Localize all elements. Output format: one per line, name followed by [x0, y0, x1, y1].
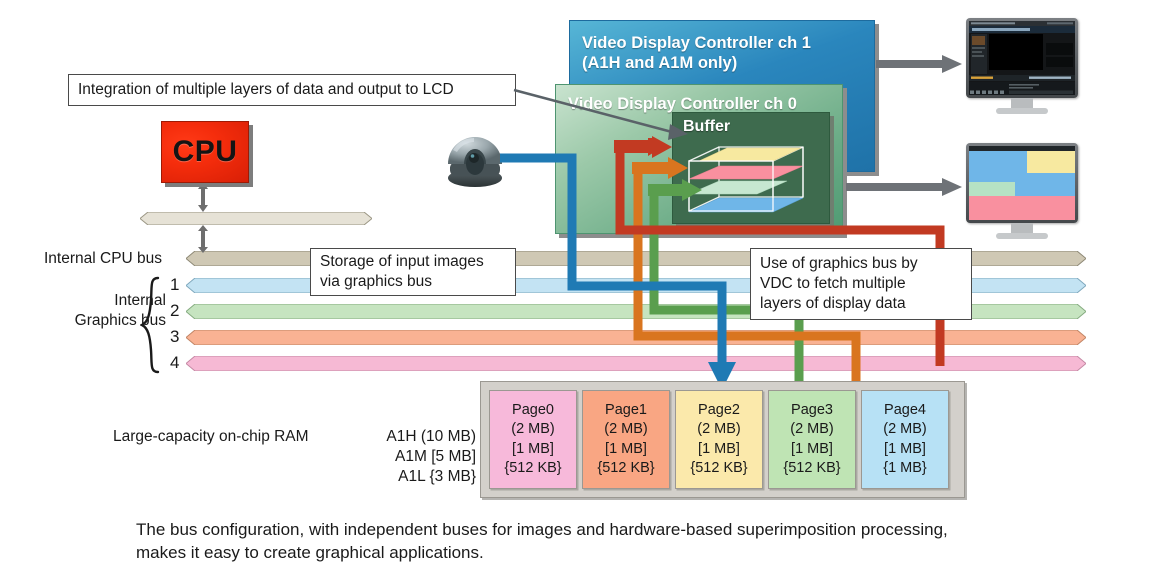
ram-page-3-a1h: (2 MB)	[790, 421, 834, 438]
ram-page-2-name: Page2	[698, 402, 740, 419]
ram-page-3: Page3 (2 MB) [1 MB] {512 KB}	[768, 390, 856, 489]
monitor-top-base	[996, 108, 1048, 114]
footer-caption: The bus configuration, with independent …	[136, 520, 948, 562]
route-page3-arrowhead	[632, 157, 690, 179]
ram-page-2-a1m: [1 MB]	[698, 440, 740, 457]
ram-page-1-a1l: {512 KB}	[597, 459, 655, 476]
ram-page-2-a1h: (2 MB)	[697, 421, 741, 438]
callout-storage: Storage of input images via graphics bus	[310, 248, 516, 296]
ram-page-0-a1h: (2 MB)	[511, 421, 555, 438]
arrow-vdc1-to-monitor-top	[876, 55, 964, 73]
bus-number-4: 4	[170, 353, 180, 372]
callout-fetch: Use of graphics bus by VDC to fetch mult…	[750, 248, 972, 320]
ram-page-4-a1m: [1 MB]	[884, 440, 926, 457]
ram-page-2-a1l: {512 KB}	[690, 459, 748, 476]
bus-number-3: 3	[170, 327, 180, 346]
ram-page-4-a1h: (2 MB)	[883, 421, 927, 438]
cpu-block: CPU	[161, 121, 249, 183]
vdc-ch1-label: Video Display Controller ch 1 (A1H and A…	[582, 34, 811, 73]
ram-page-3-a1l: {512 KB}	[783, 459, 841, 476]
monitor-bottom	[966, 143, 1078, 243]
bus-graphics-label: Internal Graphics bus	[74, 292, 166, 330]
graphics-bus-brace	[139, 276, 162, 374]
cpu-local-bus	[139, 211, 373, 226]
ram-page-1: Page1 (2 MB) [1 MB] {512 KB}	[582, 390, 670, 489]
ram-page-0-name: Page0	[512, 402, 554, 419]
callout-integration-leader	[512, 88, 712, 142]
monitor-bottom-screen	[969, 146, 1075, 220]
route-page2-arrowhead	[648, 179, 704, 201]
monitor-top-neck	[1011, 98, 1033, 108]
buffer-label: Buffer	[683, 118, 731, 135]
cpu-bus-arrow-up	[196, 182, 210, 212]
monitor-top	[966, 18, 1078, 118]
ram-page-4: Page4 (2 MB) [1 MB] {1 MB}	[861, 390, 949, 489]
ram-page-0-a1l: {512 KB}	[504, 459, 562, 476]
monitor-bottom-base	[996, 233, 1048, 239]
callout-integration: Integration of multiple layers of data a…	[68, 74, 516, 106]
arrow-vdc0-to-monitor-bottom	[846, 178, 964, 196]
route-page4-arrowhead	[614, 136, 674, 158]
bus-number-1: 1	[170, 275, 180, 294]
cpu-bus-arrow-down	[196, 225, 210, 253]
buffer-layer-stack	[681, 135, 825, 221]
bus-number-2: 2	[170, 301, 180, 320]
ram-container: Page0 (2 MB) [1 MB] {512 KB} Page1 (2 MB…	[480, 381, 965, 498]
ram-capacities: A1H (10 MB) A1M [5 MB] A1L {3 MB}	[386, 428, 476, 486]
vdc-output-connector	[866, 55, 878, 187]
ram-page-0: Page0 (2 MB) [1 MB] {512 KB}	[489, 390, 577, 489]
vdc-ch0-label: Video Display Controller ch 0	[568, 95, 797, 113]
route-page3-to-buffer	[616, 158, 916, 398]
ram-page-4-a1l: {1 MB}	[883, 459, 927, 476]
ram-page-1-a1h: (2 MB)	[604, 421, 648, 438]
ram-page-3-a1m: [1 MB]	[791, 440, 833, 457]
ram-page-1-a1m: [1 MB]	[605, 440, 647, 457]
ram-page-0-a1m: [1 MB]	[512, 440, 554, 457]
camera-icon	[444, 128, 506, 190]
ram-page-1-name: Page1	[605, 402, 647, 419]
ram-page-4-name: Page4	[884, 402, 926, 419]
monitor-bottom-neck	[1011, 223, 1033, 233]
monitor-top-screen	[969, 21, 1075, 95]
bus-cpu-label: Internal CPU bus	[44, 250, 163, 267]
buffer-block: Buffer	[672, 112, 830, 224]
route-camera-to-page2	[500, 152, 750, 402]
cpu-label: CPU	[172, 135, 238, 168]
ram-page-2: Page2 (2 MB) [1 MB] {512 KB}	[675, 390, 763, 489]
ram-title: Large-capacity on-chip RAM	[113, 428, 309, 445]
ram-page-3-name: Page3	[791, 402, 833, 419]
